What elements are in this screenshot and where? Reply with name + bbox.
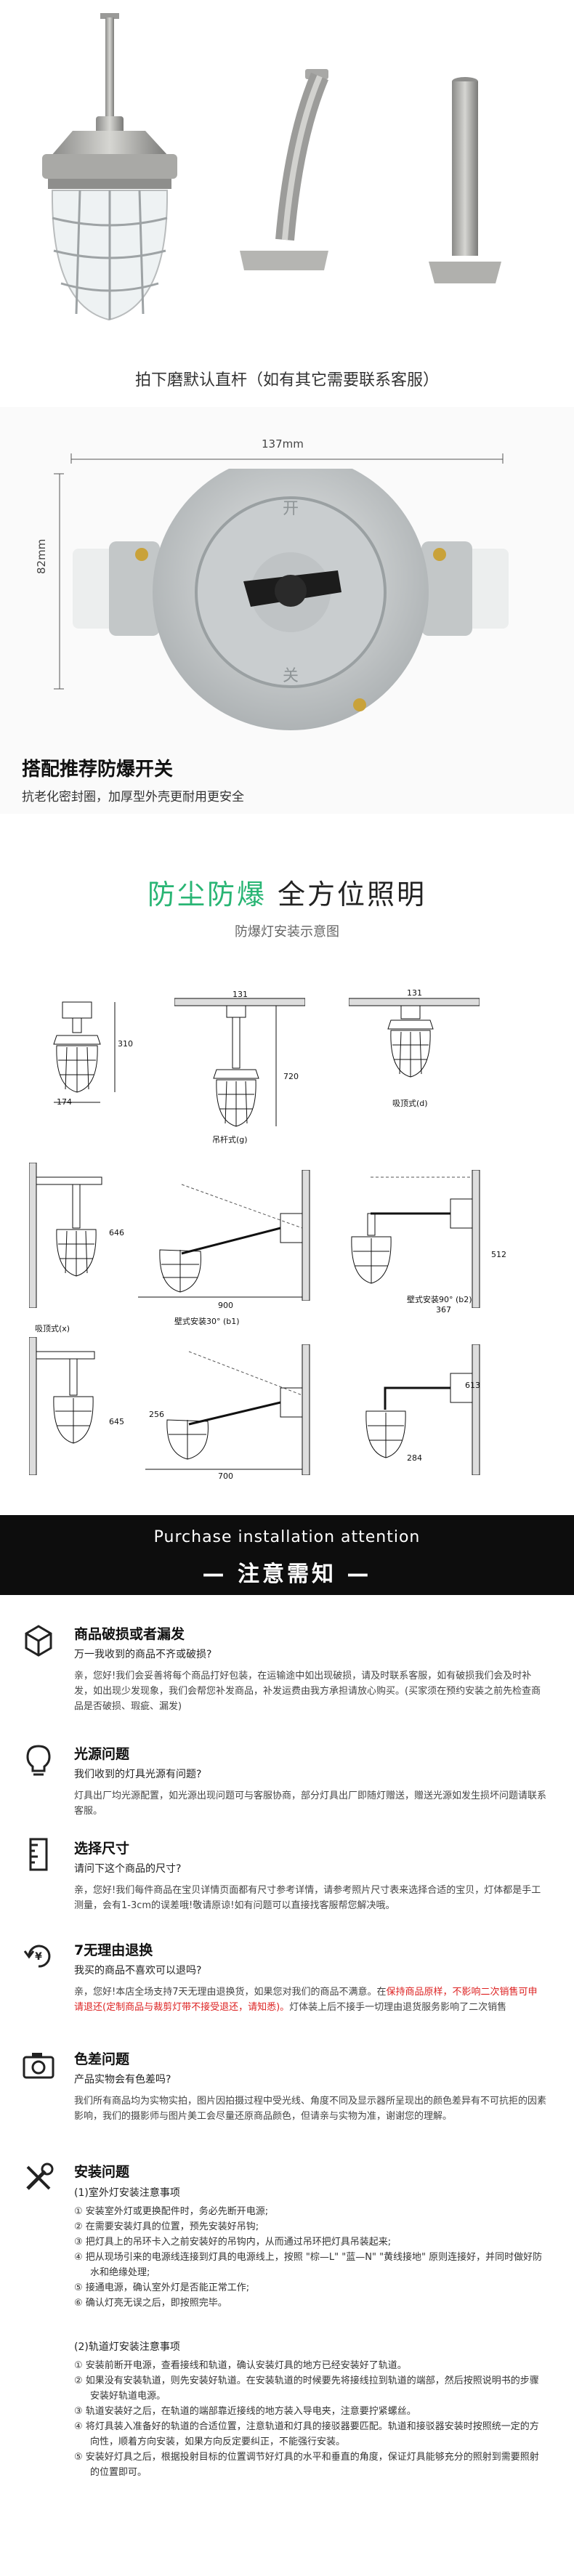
notice-title: 7无理由退换 [74, 1942, 153, 1958]
switch-title: 搭配推荐防爆开关 [22, 759, 174, 780]
notice-question: 万一我收到的商品不齐或破损? [74, 1649, 212, 1660]
step-item: ③ 轨道安装好之后，在轨道的端部靠近接线的地方装入导电夹，注意要拧紧螺丝。 [74, 2406, 416, 2417]
diagram-wall-angle [145, 1344, 310, 1475]
notice-damage: 商品破损或者漏发 万一我收到的商品不齐或破损? 亲，您好!我们会妥善将每个商品打… [0, 1620, 574, 1729]
d4-name: 吸顶式(x) [35, 1324, 70, 1333]
step-item: ④ 将灯具装入准备好的轨道的合适位置，注意轨道和灯具的接驳器要匹配。轨道和接驳器… [74, 2421, 539, 2447]
diagram-wall-hook [365, 1344, 480, 1475]
refund-icon: ¥ [23, 1945, 51, 1968]
step-item: ⑥ 确认灯亮无误之后，即按照完毕。 [74, 2298, 227, 2309]
d2-name: 吊杆式(g) [212, 1135, 248, 1144]
track-steps-title: (2)轨道灯安装注意事项 [74, 2341, 180, 2353]
d7-height: 645 [109, 1417, 124, 1426]
step-item: ② 如果没有安装轨道，则先安装好轨道。在安装轨道的时候要先将接线拉到轨道的端部，… [74, 2375, 539, 2402]
d8-width: 700 [218, 1471, 233, 1481]
d8-height: 256 [149, 1410, 164, 1419]
light-bulb-icon [26, 1745, 51, 1776]
step-item: ① 安装前断开电源，查看接线和轨道，确认安装灯具的地方已经安装好了轨道。 [74, 2360, 407, 2371]
height-dimension [54, 473, 64, 690]
outdoor-steps-title: (1)室外灯安装注意事项 [74, 2187, 180, 2199]
track-steps: (2)轨道灯安装注意事项 ① 安装前断开电源，查看接线和轨道，确认安装灯具的地方… [74, 2340, 546, 2480]
notice-question: 产品实物会有色差吗? [74, 2074, 171, 2086]
switch-image: 开 关 [73, 469, 509, 730]
d2-top: 131 [233, 990, 248, 999]
diagram-ceiling-mount [349, 998, 480, 1078]
banner-chinese: — 注意需知 — [202, 1562, 372, 1587]
d3-name: 吸顶式(d) [392, 1099, 428, 1108]
install-subtitle: 防爆灯安装示意图 [235, 924, 339, 940]
d5-name: 壁式安装30° (b1) [174, 1317, 240, 1326]
headline-black: 全方位照明 [266, 879, 427, 911]
diagram-wall-bracket [29, 1337, 95, 1475]
notice-answer: 亲，您好!本店全场支持7天无理由退换货，如果您对我们的商品不满意。在保持商品原样… [74, 1985, 546, 2015]
d6-height: 512 [491, 1250, 506, 1259]
notice-title: 安装问题 [74, 2164, 130, 2180]
step-item: ② 在需要安装灯具的位置，预先安装好吊钩; [74, 2221, 259, 2232]
answer-red: 保持商品原样，不影响二次销售可申请退还(定制商品与裁剪灯带不接受退还，请知悉)。 [74, 1987, 538, 2013]
diagram-wall-ceiling [29, 1163, 102, 1308]
notice-size: 选择尺寸 请问下这个商品的尺寸? 亲，您好!我们每件商品在宝贝详情页面都有尺寸参… [0, 1835, 574, 1922]
notice-answer: 灯具出厂均光源配置，如光源出现问题可与客服协商，部分灯具出厂即随灯赠送，赠送光源… [74, 1790, 547, 1817]
notice-light-source: 光源问题 我们收到的灯具光源有问题? 灯具出厂均光源配置，如光源出现问题可与客服… [0, 1740, 574, 1820]
notice-answer: 亲，您好!我们每件商品在宝贝详情页面都有尺寸参考详情，请参考照片尺寸表来选择合适… [74, 1885, 541, 1911]
d6-name: 壁式安装90° (b2) [407, 1295, 472, 1304]
diagram-pendant-lamp [53, 1001, 116, 1103]
banner-english: Purchase installation attention [153, 1528, 421, 1546]
d4-height: 646 [109, 1228, 124, 1237]
product-photo-section: 拍下磨默认直杆（如有其它需要联系客服） [0, 0, 574, 407]
ruler-icon [29, 1838, 48, 1871]
notice-return: ¥ 7无理由退换 我买的商品不喜欢可以退吗? 亲，您好!本店全场支持7天无理由退… [0, 1937, 574, 2031]
switch-subtitle: 抗老化密封圈，加厚型外壳更耐用更安全 [22, 790, 244, 804]
height-label: 82mm [35, 538, 48, 574]
notice-answer: 亲，您好!我们会妥善将每个商品打好包装，在运输途中如出现破损，请及时联系客服，如… [74, 1671, 541, 1712]
photo-caption: 拍下磨默认直杆（如有其它需要联系客服） [134, 371, 439, 389]
diagram-wall-30 [138, 1170, 310, 1301]
d9-height: 613 [465, 1381, 480, 1390]
width-label: 137mm [262, 437, 304, 451]
d1-height: 310 [118, 1039, 133, 1049]
answer-part-a: 亲，您好!本店全场支持7天无理由退换货，如果您对我们的商品不满意。在 [74, 1987, 387, 1998]
width-dimension [70, 453, 504, 464]
d2-height: 720 [283, 1072, 299, 1081]
d9-width: 284 [407, 1453, 422, 1463]
notice-title: 商品破损或者漏发 [74, 1626, 185, 1642]
notice-install: 安装问题 (1)室外灯安装注意事项 ① 安装室外灯或更换配件时，务必先断开电源;… [0, 2158, 574, 2565]
notice-question: 请问下这个商品的尺寸? [74, 1863, 182, 1875]
attention-banner: Purchase installation attention — 注意需知 — [0, 1515, 574, 1595]
diagram-rod-mount [174, 998, 305, 1127]
outdoor-steps: (1)室外灯安装注意事项 ① 安装室外灯或更换配件时，务必先断开电源; ② 在需… [74, 2186, 546, 2311]
headline-green: 防尘防爆 [147, 879, 267, 911]
step-item: ⑤ 接通电源，确认室外灯是否能正常工作; [74, 2282, 250, 2293]
step-item: ③ 把灯具上的吊环卡入之前安装好的吊钩内，从而通过吊环把灯具吊装起来; [74, 2237, 392, 2248]
camera-icon [23, 2053, 54, 2079]
svg-text:开: 开 [283, 500, 299, 518]
svg-text:¥: ¥ [35, 1951, 42, 1963]
notice-answer: 我们所有商品均为实物实拍，图片因拍摄过程中受光线、角度不同及显示器所呈现出的颜色… [74, 2096, 547, 2122]
step-item: ④ 把从现场引来的电源线连接到灯具的电源线上，按照 "棕—L" "蓝—N" "黄… [74, 2252, 543, 2278]
d1-width: 174 [57, 1097, 72, 1107]
d3-top: 131 [407, 988, 422, 998]
explosion-proof-lamp [42, 13, 177, 321]
svg-text:关: 关 [283, 667, 299, 685]
diagram-wall-90 [351, 1170, 480, 1308]
step-item: ① 安装室外灯或更换配件时，务必先断开电源; [74, 2206, 269, 2217]
notice-title: 色差问题 [74, 2051, 130, 2067]
notice-question: 我买的商品不喜欢可以退吗? [74, 1965, 202, 1977]
bent-pole [240, 69, 328, 270]
tools-icon [26, 2163, 54, 2190]
product-photo [42, 13, 501, 321]
d6-width: 367 [436, 1305, 451, 1315]
switch-section: 137mm 82mm 开 关 搭配推荐防爆开关 抗老化密封圈，加厚型外壳更耐用更… [0, 407, 574, 814]
step-item: ⑤ 安装好灯具之后，根据投射目标的位置调节好灯具的水平和垂直的角度，保证灯具能够… [74, 2452, 539, 2478]
installation-section: 防尘防爆 全方位照明 防爆灯安装示意图 174 310 131 720 吊杆式(… [0, 814, 574, 1497]
d5-width: 900 [218, 1301, 233, 1310]
notice-question: 我们收到的灯具光源有问题? [74, 1769, 202, 1780]
answer-part-b: 灯体装上后不接手一切理由退货服务影响了二次销售 [289, 2002, 507, 2013]
notice-title: 选择尺寸 [74, 1841, 130, 1857]
notice-title: 光源问题 [74, 1746, 130, 1762]
straight-pole [429, 77, 501, 283]
package-damage-icon [25, 1625, 52, 1657]
install-headline: 防尘防爆 全方位照明 [0, 872, 574, 912]
notice-color: 色差问题 产品实物会有色差吗? 我们所有商品均为实物实拍，图片因拍摄过程中受光线… [0, 2046, 574, 2147]
